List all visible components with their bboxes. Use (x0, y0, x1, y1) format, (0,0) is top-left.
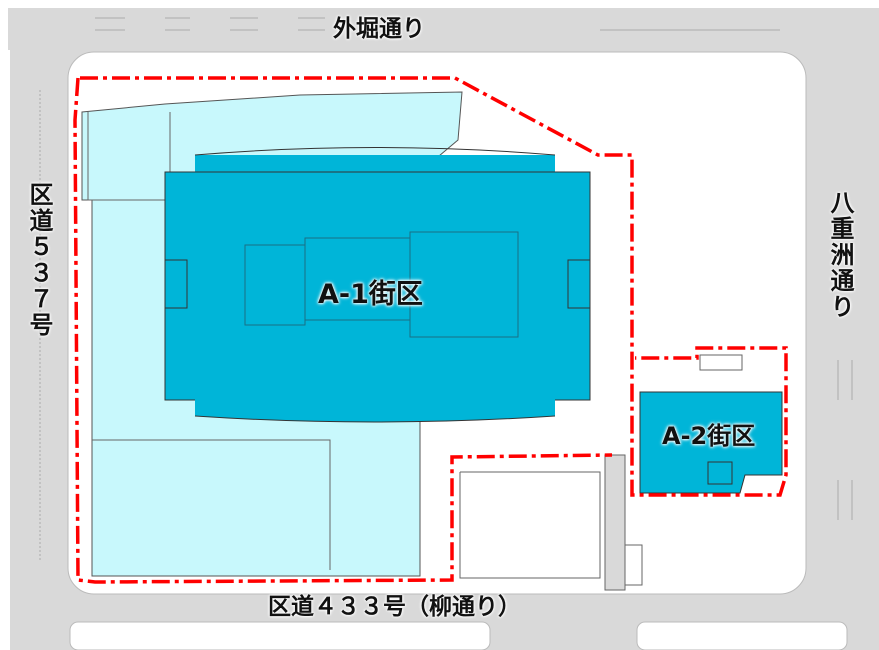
road-label-north: 外堀通り (333, 16, 425, 42)
a2-building (639, 391, 783, 494)
project-boundary (73, 76, 788, 584)
south-block-right (636, 621, 848, 650)
west-sidewalk (0, 50, 10, 650)
block-label-a2: A-2街区 (662, 422, 756, 450)
road-label-west: 区道５３７号 (25, 182, 53, 338)
a1-building (164, 147, 591, 423)
road-label-south: 区道４３３号（柳通り） (268, 594, 521, 620)
low-rise-outline (92, 439, 331, 570)
road-lane-markings (39, 17, 853, 560)
road-label-east: 八重洲通り (826, 190, 854, 320)
a2-inner-square (707, 461, 733, 485)
block-label-a1: A-1街区 (318, 279, 423, 310)
south-block-left (69, 621, 491, 650)
building-outlines (459, 354, 743, 591)
low-rise-outline (87, 112, 171, 201)
